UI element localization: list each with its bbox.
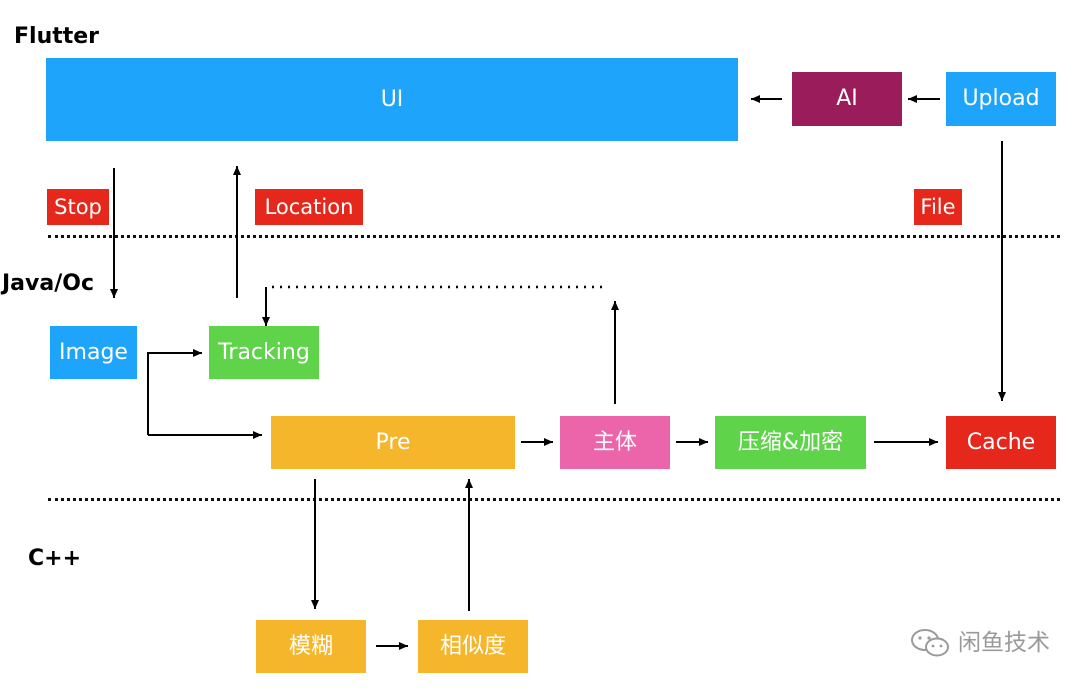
similarity-box-label: 相似度: [439, 633, 506, 659]
compress-encrypt-box-label: 压缩&加密: [737, 429, 844, 455]
ai-box-label: AI: [836, 86, 858, 111]
cache-box: Cache: [946, 416, 1056, 469]
file-tag-label: File: [920, 194, 956, 219]
cache-box-label: Cache: [966, 429, 1036, 455]
layer-label-flutter: Flutter: [14, 24, 100, 49]
layer-divider-bottom: [48, 498, 1060, 501]
compress-encrypt-box: 压缩&加密: [715, 416, 866, 469]
layer-label-java-oc: Java/Oc: [2, 271, 94, 296]
layer-divider-top: [48, 235, 1060, 238]
tracking-box-label: Tracking: [218, 339, 310, 365]
image-box-label: Image: [59, 339, 128, 365]
stop-tag-label: Stop: [54, 194, 102, 219]
pre-box: Pre: [271, 416, 515, 469]
blur-box-label: 模糊: [288, 633, 333, 659]
arrow-elbow-to-tracking: [147, 349, 202, 435]
watermark-text: 闲鱼技术: [958, 629, 1050, 656]
image-box: Image: [50, 326, 137, 379]
ai-box: AI: [792, 72, 902, 126]
location-tag: Location: [255, 189, 363, 225]
ui-box: UI: [46, 58, 738, 141]
blur-box: 模糊: [256, 620, 366, 673]
upload-box-label: Upload: [962, 86, 1040, 111]
layer-label-cpp: C++: [28, 546, 82, 571]
wechat-icon: [910, 628, 950, 658]
watermark: 闲鱼技术: [910, 628, 1050, 658]
pre-box-label: Pre: [375, 429, 411, 455]
tracking-box: Tracking: [209, 326, 319, 379]
upload-box: Upload: [946, 72, 1056, 126]
subject-box-label: 主体: [592, 429, 637, 455]
stop-tag: Stop: [47, 189, 109, 225]
similarity-box: 相似度: [418, 620, 528, 673]
ui-box-label: UI: [380, 86, 404, 112]
location-tag-label: Location: [264, 194, 354, 219]
file-tag: File: [914, 189, 962, 225]
subject-box: 主体: [560, 416, 670, 469]
